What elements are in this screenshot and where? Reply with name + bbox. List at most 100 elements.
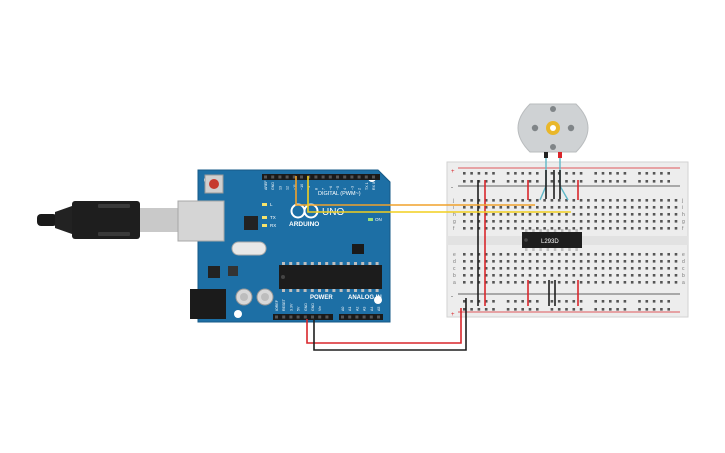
header-pin-hole[interactable] bbox=[377, 315, 380, 319]
breadboard-hole[interactable] bbox=[550, 220, 554, 223]
breadboard-hole[interactable] bbox=[667, 213, 670, 216]
breadboard-hole[interactable] bbox=[536, 206, 539, 209]
breadboard-hole[interactable] bbox=[667, 180, 670, 183]
breadboard-hole[interactable] bbox=[565, 267, 568, 270]
breadboard-hole[interactable] bbox=[470, 213, 473, 216]
breadboard-hole[interactable] bbox=[645, 281, 649, 284]
breadboard-hole[interactable] bbox=[638, 180, 641, 183]
breadboard-hole[interactable] bbox=[579, 213, 583, 216]
breadboard-hole[interactable] bbox=[492, 213, 495, 216]
breadboard-hole[interactable] bbox=[528, 274, 532, 277]
breadboard-hole[interactable] bbox=[463, 274, 466, 277]
header-pin-hole[interactable] bbox=[311, 315, 314, 319]
breadboard-hole[interactable] bbox=[506, 213, 510, 216]
breadboard-hole[interactable] bbox=[638, 267, 641, 270]
breadboard-hole[interactable] bbox=[638, 260, 641, 263]
breadboard-hole[interactable] bbox=[572, 172, 576, 175]
breadboard-hole[interactable] bbox=[601, 253, 605, 256]
breadboard-hole[interactable] bbox=[565, 274, 568, 277]
breadboard-hole[interactable] bbox=[492, 253, 495, 256]
breadboard-hole[interactable] bbox=[521, 206, 524, 209]
breadboard-hole[interactable] bbox=[550, 199, 554, 202]
breadboard-hole[interactable] bbox=[652, 308, 656, 311]
breadboard-hole[interactable] bbox=[565, 253, 568, 256]
breadboard-hole[interactable] bbox=[484, 308, 488, 311]
header-pin-hole[interactable] bbox=[328, 175, 332, 179]
breadboard-hole[interactable] bbox=[652, 220, 656, 223]
breadboard-hole[interactable] bbox=[514, 308, 517, 311]
header-pin-hole[interactable] bbox=[362, 315, 366, 319]
breadboard-hole[interactable] bbox=[543, 267, 546, 270]
breadboard-hole[interactable] bbox=[594, 267, 597, 270]
breadboard-hole[interactable] bbox=[484, 300, 488, 303]
breadboard-hole[interactable] bbox=[660, 300, 663, 303]
breadboard-hole[interactable] bbox=[652, 274, 656, 277]
breadboard-hole[interactable] bbox=[536, 220, 539, 223]
breadboard-hole[interactable] bbox=[514, 253, 517, 256]
breadboard-hole[interactable] bbox=[594, 206, 597, 209]
breadboard-hole[interactable] bbox=[623, 281, 627, 284]
breadboard-hole[interactable] bbox=[609, 253, 612, 256]
breadboard-hole[interactable] bbox=[543, 199, 546, 202]
breadboard-hole[interactable] bbox=[587, 220, 590, 223]
breadboard-hole[interactable] bbox=[587, 260, 590, 263]
breadboard-hole[interactable] bbox=[601, 308, 605, 311]
breadboard-hole[interactable] bbox=[557, 199, 561, 202]
breadboard-hole[interactable] bbox=[506, 253, 510, 256]
breadboard-hole[interactable] bbox=[594, 220, 597, 223]
breadboard-hole[interactable] bbox=[470, 172, 473, 175]
breadboard-hole[interactable] bbox=[579, 267, 583, 270]
breadboard-hole[interactable] bbox=[492, 267, 495, 270]
breadboard-hole[interactable] bbox=[616, 220, 619, 223]
breadboard-hole[interactable] bbox=[601, 274, 605, 277]
header-pin-hole[interactable] bbox=[357, 175, 361, 179]
breadboard-hole[interactable] bbox=[630, 267, 634, 270]
breadboard-hole[interactable] bbox=[638, 274, 641, 277]
breadboard-hole[interactable] bbox=[652, 213, 656, 216]
breadboard-hole[interactable] bbox=[543, 206, 546, 209]
breadboard-hole[interactable] bbox=[470, 227, 473, 230]
breadboard-hole[interactable] bbox=[579, 180, 583, 183]
header-pin-hole[interactable] bbox=[336, 175, 339, 179]
breadboard-hole[interactable] bbox=[594, 260, 597, 263]
breadboard-hole[interactable] bbox=[477, 206, 481, 209]
breadboard-hole[interactable] bbox=[536, 267, 539, 270]
breadboard-hole[interactable] bbox=[630, 274, 634, 277]
breadboard-hole[interactable] bbox=[660, 281, 663, 284]
breadboard-hole[interactable] bbox=[506, 274, 510, 277]
breadboard-hole[interactable] bbox=[638, 199, 641, 202]
breadboard-hole[interactable] bbox=[521, 213, 524, 216]
breadboard-hole[interactable] bbox=[528, 227, 532, 230]
breadboard-hole[interactable] bbox=[630, 281, 634, 284]
breadboard-hole[interactable] bbox=[674, 281, 678, 284]
breadboard-hole[interactable] bbox=[674, 267, 678, 270]
breadboard-hole[interactable] bbox=[492, 172, 495, 175]
breadboard-hole[interactable] bbox=[470, 180, 473, 183]
breadboard-hole[interactable] bbox=[543, 227, 546, 230]
breadboard-hole[interactable] bbox=[536, 300, 539, 303]
breadboard-hole[interactable] bbox=[601, 172, 605, 175]
header-pin-hole[interactable] bbox=[321, 175, 325, 179]
breadboard-hole[interactable] bbox=[521, 300, 524, 303]
breadboard-hole[interactable] bbox=[506, 180, 510, 183]
breadboard-hole[interactable] bbox=[557, 300, 561, 303]
breadboard-hole[interactable] bbox=[579, 206, 583, 209]
breadboard-hole[interactable] bbox=[492, 260, 495, 263]
header-pin-hole[interactable] bbox=[300, 175, 303, 179]
breadboard-hole[interactable] bbox=[609, 260, 612, 263]
breadboard-hole[interactable] bbox=[463, 220, 466, 223]
breadboard-hole[interactable] bbox=[557, 227, 561, 230]
breadboard-hole[interactable] bbox=[528, 180, 532, 183]
breadboard-hole[interactable] bbox=[638, 213, 641, 216]
breadboard-hole[interactable] bbox=[506, 172, 510, 175]
breadboard-hole[interactable] bbox=[579, 199, 583, 202]
breadboard-hole[interactable] bbox=[499, 206, 503, 209]
breadboard-hole[interactable] bbox=[528, 172, 532, 175]
breadboard-hole[interactable] bbox=[667, 227, 670, 230]
breadboard-hole[interactable] bbox=[572, 206, 576, 209]
breadboard-hole[interactable] bbox=[601, 220, 605, 223]
breadboard-hole[interactable] bbox=[477, 199, 481, 202]
breadboard-hole[interactable] bbox=[463, 300, 466, 303]
breadboard-hole[interactable] bbox=[601, 227, 605, 230]
